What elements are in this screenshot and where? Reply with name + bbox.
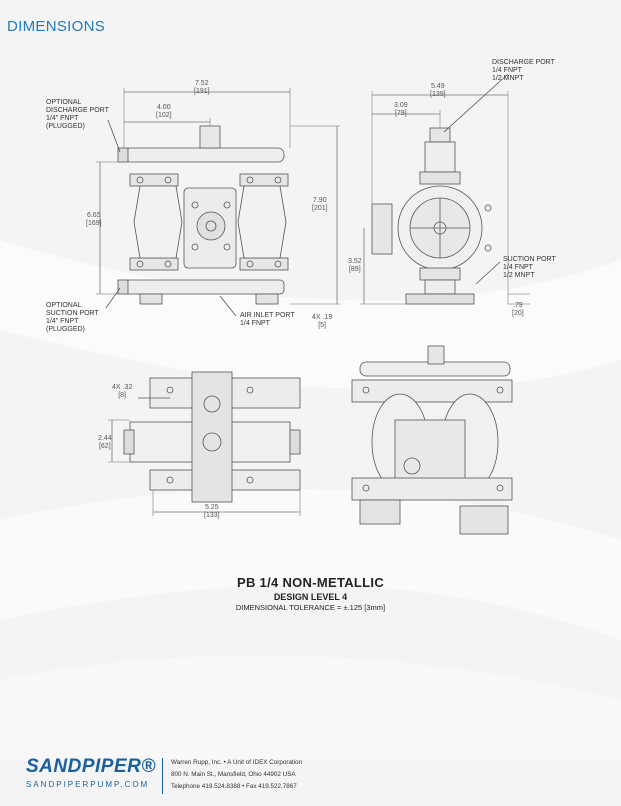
model-title: PB 1/4 NON-METALLIC [236,575,385,590]
company-line: Warren Rupp, Inc. • A Unit of IDEX Corpo… [171,759,303,766]
design-level: DESIGN LEVEL 4 [273,592,348,602]
air-inlet-port-label: AIR INLET PORT 1/4 FNPT [240,312,295,327]
dimensional-tolerance: DIMENSIONAL TOLERANCE = ±.125 [3mm] [235,603,386,612]
footer-divider [162,758,163,794]
page-title: DIMENSIONS [7,18,106,35]
dim-side-depth: 5.49 [139] [430,83,446,98]
brand-logo: SANDPIPER® [26,756,156,777]
footer: SANDPIPER® SANDPIPERPUMP.COM Warren Rupp… [0,750,621,806]
dim-side-base: .79 [20] [512,302,524,317]
dim-width-overall: 7.52 [191] [194,80,210,95]
dim-side-offset: 3.09 [79] [394,102,408,117]
top-view-pump [123,371,301,503]
address-line: 800 N. Main St., Mansfield, Ohio 44902 U… [171,771,296,778]
phone-line: Telephone 419.524.8388 • Fax 419.522.786… [171,783,297,790]
dim-top-width: 5.25 [133] [204,504,220,519]
dim-mount-hole: 4X .19 [5] [312,314,333,329]
dim-top-hole: 4X .32 [8] [112,384,133,399]
optional-suction-port-label: OPTIONAL SUCTION PORT 1/4" FNPT (PLUGGED… [46,302,99,333]
optional-discharge-port-label: OPTIONAL DISCHARGE PORT 1/4" FNPT (PLUGG… [46,99,109,130]
brand-url: SANDPIPERPUMP.COM [26,780,150,789]
dim-height-overall: 7.90 [201] [312,197,328,212]
discharge-port-label: DISCHARGE PORT 1/4 FNPT 1/2 MNPT [492,59,555,82]
dim-height-manifold: 6.65 [169] [86,212,102,227]
dim-width-half: 4.00 [102] [156,104,172,119]
front-view-pump [117,125,289,305]
side-view-pump [371,127,492,305]
isometric-view-pump [351,345,513,535]
dim-top-depth: 2.44 [62] [98,435,112,450]
suction-port-label: SUCTION PORT 1/4 FNPT 1/2 MNPT [503,256,556,279]
dim-side-height: 3.52 [89] [348,258,362,273]
